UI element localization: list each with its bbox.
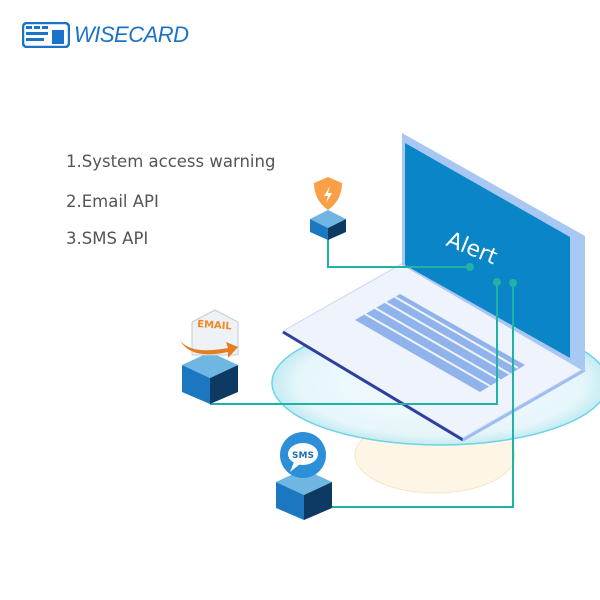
feature-sms-api: 3.SMS API: [66, 229, 149, 248]
laptop-edge: [282, 330, 464, 442]
sms-bubble-icon: SMS: [280, 432, 326, 478]
feature-system-access-warning: 1.System access warning: [66, 152, 276, 171]
email-node: EMAIL: [180, 309, 239, 404]
wisecard-logo: WISECARD: [22, 22, 189, 48]
laptop-edge-right: [462, 368, 586, 442]
sms-label: SMS: [292, 451, 314, 461]
laptop-screen: [405, 143, 570, 358]
email-label: EMAIL: [197, 319, 233, 332]
security-node: [310, 177, 346, 240]
feature-email-api: 2.Email API: [66, 192, 159, 211]
sms-node: SMS: [276, 432, 332, 520]
card-logo-icon: [22, 22, 70, 48]
email-envelope-icon: EMAIL: [180, 309, 239, 358]
connectors: [210, 238, 514, 508]
keyboard: [355, 294, 525, 392]
brand-name: WISECARD: [74, 22, 189, 47]
connector-dots: [466, 263, 517, 287]
